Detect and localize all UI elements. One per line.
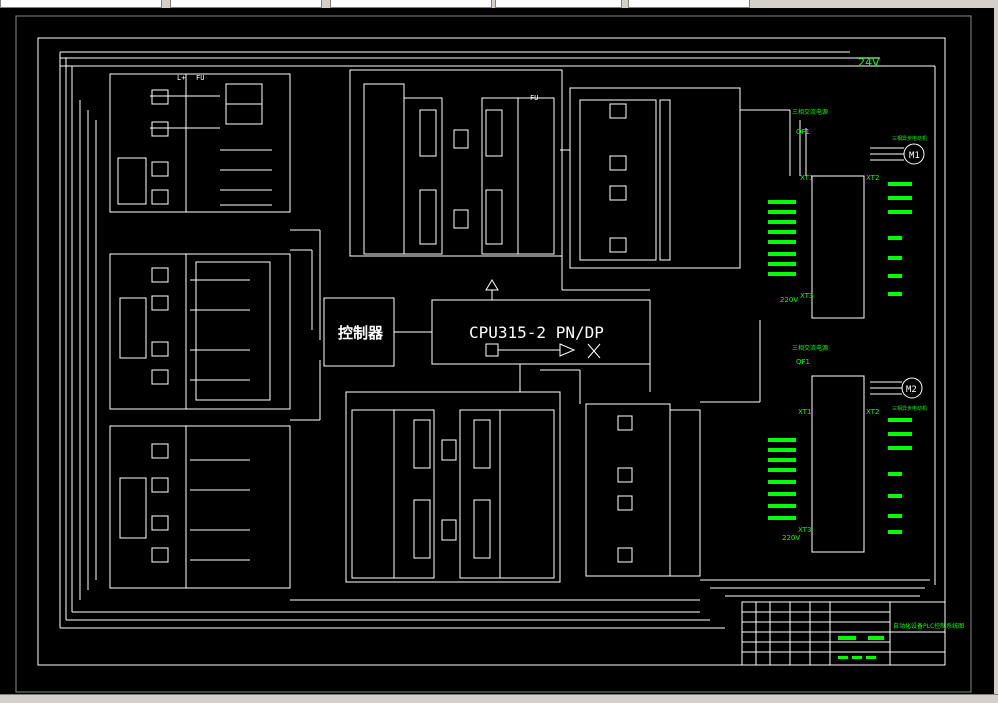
terminal-xt2-label: XT2 bbox=[866, 174, 879, 182]
title-block bbox=[741, 601, 946, 666]
input-module-group-3 bbox=[109, 425, 291, 589]
terminal-xt2b-label: XT2 bbox=[866, 408, 879, 416]
do-module-upper bbox=[569, 87, 741, 269]
terminal-strip-highlights bbox=[768, 182, 912, 659]
voltage-24v-label: 24V bbox=[858, 56, 880, 69]
motor-caption-1: 三相异步电动机 bbox=[892, 135, 927, 142]
di-module-lower bbox=[345, 391, 561, 583]
terminal-xt1b-label: XT1 bbox=[798, 408, 811, 416]
vertical-scrollbar[interactable] bbox=[994, 8, 998, 694]
toolbar-field-3[interactable] bbox=[330, 0, 492, 8]
cpu-label: CPU315-2 PN/DP bbox=[469, 323, 604, 342]
toolbar-field-1[interactable] bbox=[0, 0, 162, 8]
motor-m2-label: M2 bbox=[906, 385, 917, 395]
breaker-label-1: QF1 bbox=[796, 128, 810, 136]
controller-label: 控制器 bbox=[338, 324, 384, 342]
toolbar-field-5[interactable] bbox=[628, 0, 750, 8]
breaker-label-2: QF1 bbox=[796, 358, 810, 366]
drawing-frame bbox=[37, 37, 946, 666]
terminal-xt1-label: XT1 bbox=[800, 174, 813, 182]
terminal-xt3b-label: XT3 bbox=[798, 526, 811, 534]
terminal-xt3-label: XT3 bbox=[800, 292, 813, 300]
input-module-group-2 bbox=[109, 253, 291, 410]
toolbar-field-2[interactable] bbox=[170, 0, 322, 8]
horizontal-scrollbar[interactable] bbox=[0, 694, 998, 703]
inverter-1 bbox=[811, 175, 865, 319]
inverter-title-2: 三相交流电源 bbox=[792, 344, 828, 352]
supply-220v-label-2: 220V bbox=[782, 534, 800, 542]
motor-caption-2: 三相异步电动机 bbox=[892, 405, 927, 412]
fuse-label-1: FU bbox=[196, 74, 204, 82]
inverter-title-1: 三相交流电源 bbox=[792, 108, 828, 116]
l-plus-label: L+ bbox=[177, 74, 185, 82]
title-block-name: 自动化设备PLC控制系统图 bbox=[893, 622, 964, 630]
motor-m1-label: M1 bbox=[909, 151, 920, 161]
input-module-group-1 bbox=[109, 73, 291, 213]
inverter-2 bbox=[811, 375, 865, 553]
fuse-label-2: FU bbox=[530, 94, 538, 102]
outer-sheet-border bbox=[15, 15, 972, 693]
toolbar-field-4[interactable] bbox=[495, 0, 622, 8]
supply-220v-label-1: 220V bbox=[780, 296, 798, 304]
